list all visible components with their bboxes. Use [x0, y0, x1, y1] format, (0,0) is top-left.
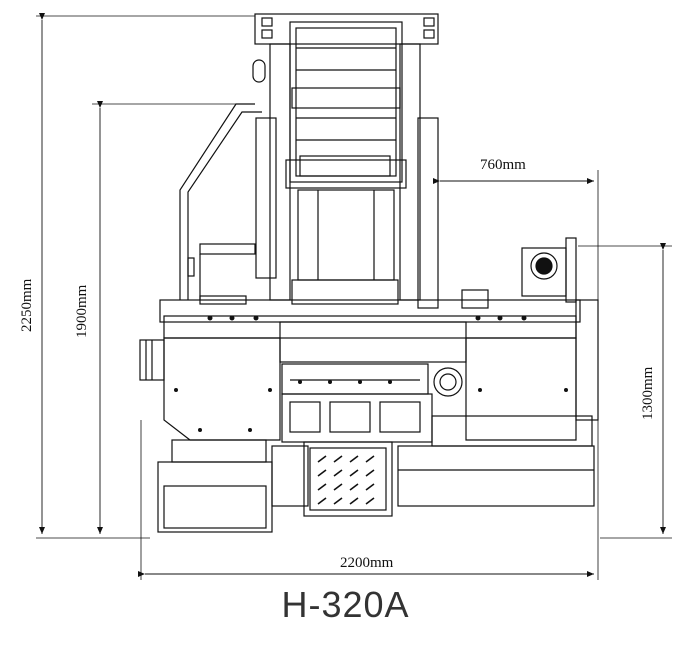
model-name: H-320A	[281, 584, 410, 625]
lift-mast	[252, 13, 439, 309]
hatched-tray	[303, 441, 393, 517]
dimension-overall-width: 2200mm	[138, 420, 599, 580]
dimension-frame-height: 1900mm	[74, 101, 240, 534]
dimension-overall-height: 2250mm	[19, 13, 255, 539]
overall-height-label: 2250mm	[19, 278, 35, 332]
main-body	[139, 289, 581, 443]
lower-left-cabinet	[157, 439, 309, 533]
frame-height-label: 1900mm	[74, 284, 90, 338]
side-depth-label: 760mm	[480, 157, 526, 173]
dimension-side-height: 1300mm	[578, 243, 672, 539]
overall-width-label: 2200mm	[340, 555, 394, 571]
right-side-unit	[397, 237, 599, 507]
left-guard-rail	[179, 103, 262, 300]
side-height-label: 1300mm	[640, 366, 656, 420]
